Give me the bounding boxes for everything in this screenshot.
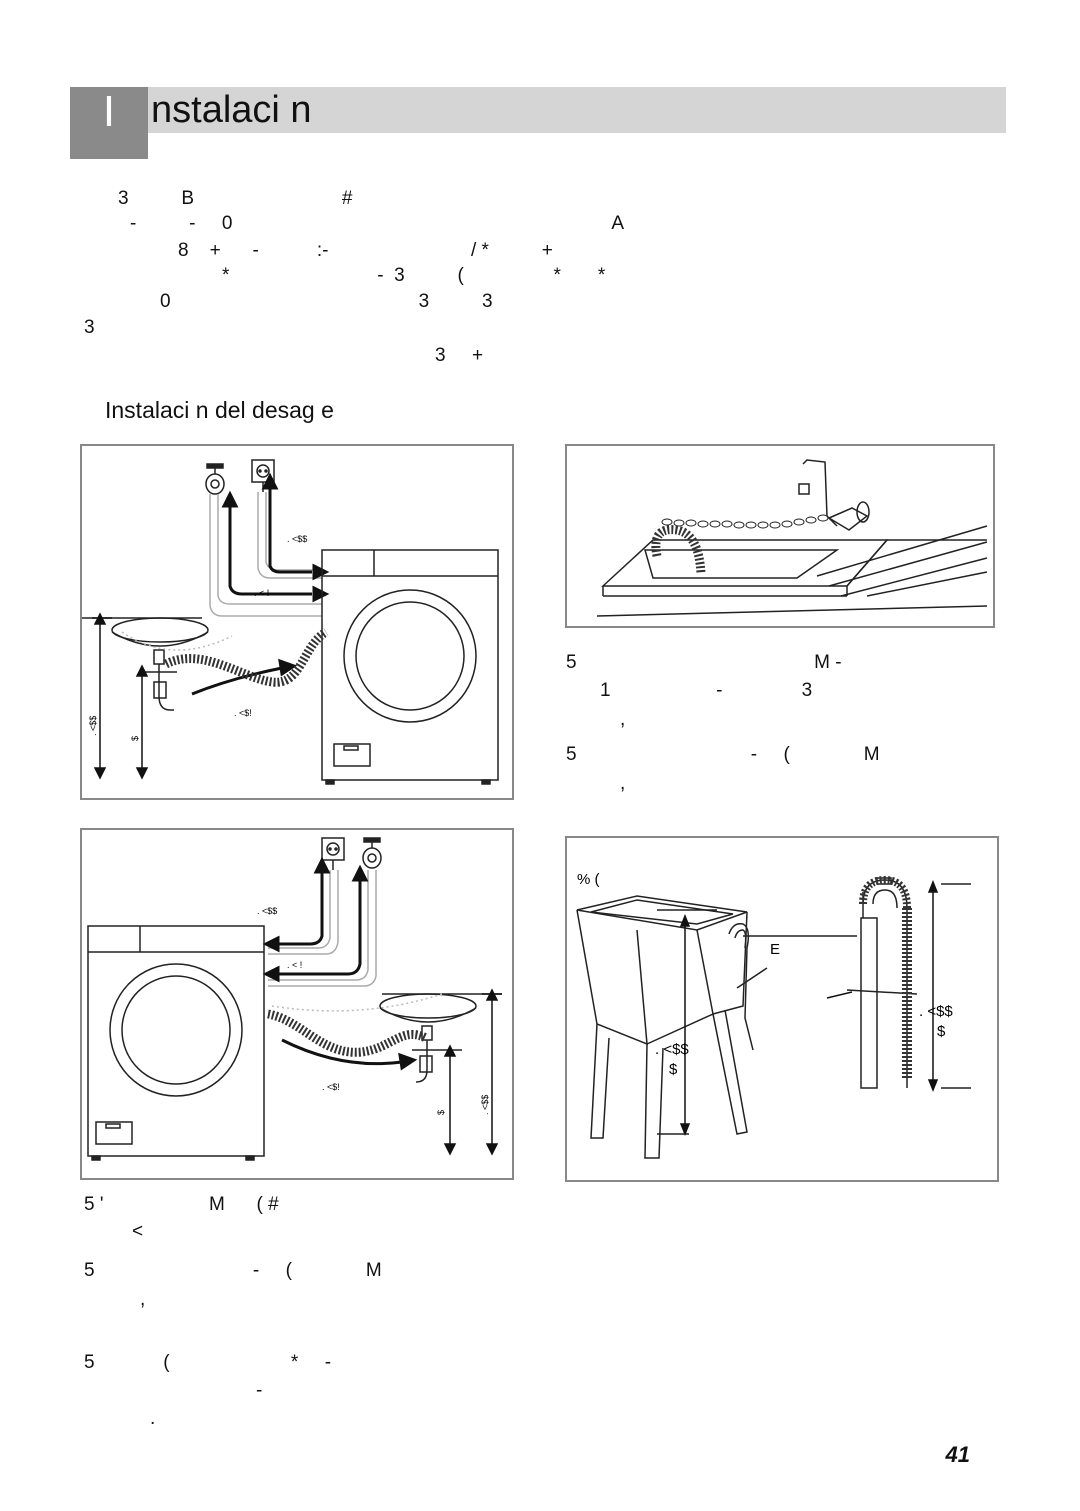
fig3-label-e: . <$$ xyxy=(480,1095,490,1115)
figure-drain-sink-left: . <$$ . < ! . <$! . <$$ $ xyxy=(80,444,514,800)
fig4-label-h3: . <$$ xyxy=(919,1003,953,1020)
note-line: 1 - 3 xyxy=(600,680,813,701)
note-line: 5 - ( M xyxy=(84,1260,382,1281)
fig4-label-h2: $ xyxy=(669,1061,678,1078)
note-line: , xyxy=(620,709,626,730)
header-initial: I xyxy=(102,87,116,136)
header-bar xyxy=(70,87,1006,133)
page-title: nstalaci n xyxy=(151,89,312,131)
fig1-label-b: . < ! xyxy=(254,588,269,598)
header-initial-box xyxy=(70,87,148,159)
intro-line: 0 3 3 xyxy=(160,291,493,312)
note-line: , xyxy=(620,773,626,794)
page-number: 41 xyxy=(945,1442,970,1467)
intro-line: 3 B # xyxy=(118,188,353,209)
fig4-label-e: E xyxy=(770,941,780,958)
figure-sink-tap-hose xyxy=(565,444,995,628)
note-line: . xyxy=(150,1408,156,1429)
fig4-label-h1: . <$$ xyxy=(655,1041,689,1058)
intro-line: - - 0 A xyxy=(130,213,625,234)
intro-line: * - 3 ( * * xyxy=(222,265,606,286)
fig1-label-e: $ xyxy=(130,736,140,741)
fig4-label-h4: $ xyxy=(937,1023,946,1040)
intro-line: 3 + xyxy=(435,345,484,366)
section-title: Instalaci n del desag e xyxy=(105,397,334,423)
fig4-label-top: % ( xyxy=(577,871,600,888)
note-line: 5 ' M ( # xyxy=(84,1194,279,1215)
note-line: 5 - ( M xyxy=(566,744,880,765)
note-line: , xyxy=(140,1289,146,1310)
note-line: < xyxy=(132,1221,144,1242)
note-line: 5 M - xyxy=(566,652,842,673)
fig3-label-c: . <$! xyxy=(322,1082,340,1092)
intro-line: 8 + - :- / * + xyxy=(178,240,553,261)
figure-tub-hose-guide: % ( xyxy=(565,836,999,1182)
figure-drain-sink-right: . <$$ . < ! . <$! $ . <$$ xyxy=(80,828,514,1180)
fig3-label-d: $ xyxy=(436,1110,446,1115)
note-line: 5 ( * - xyxy=(84,1352,332,1373)
fig1-label-c: . <$! xyxy=(234,708,252,718)
note-line: - xyxy=(256,1380,263,1401)
fig1-label-a: . <$$ xyxy=(287,534,307,544)
fig3-label-a: . <$$ xyxy=(257,906,277,916)
fig3-label-b: . < ! xyxy=(287,960,302,970)
intro-line: 3 xyxy=(84,317,95,338)
fig1-label-d: . <$$ xyxy=(88,716,98,736)
